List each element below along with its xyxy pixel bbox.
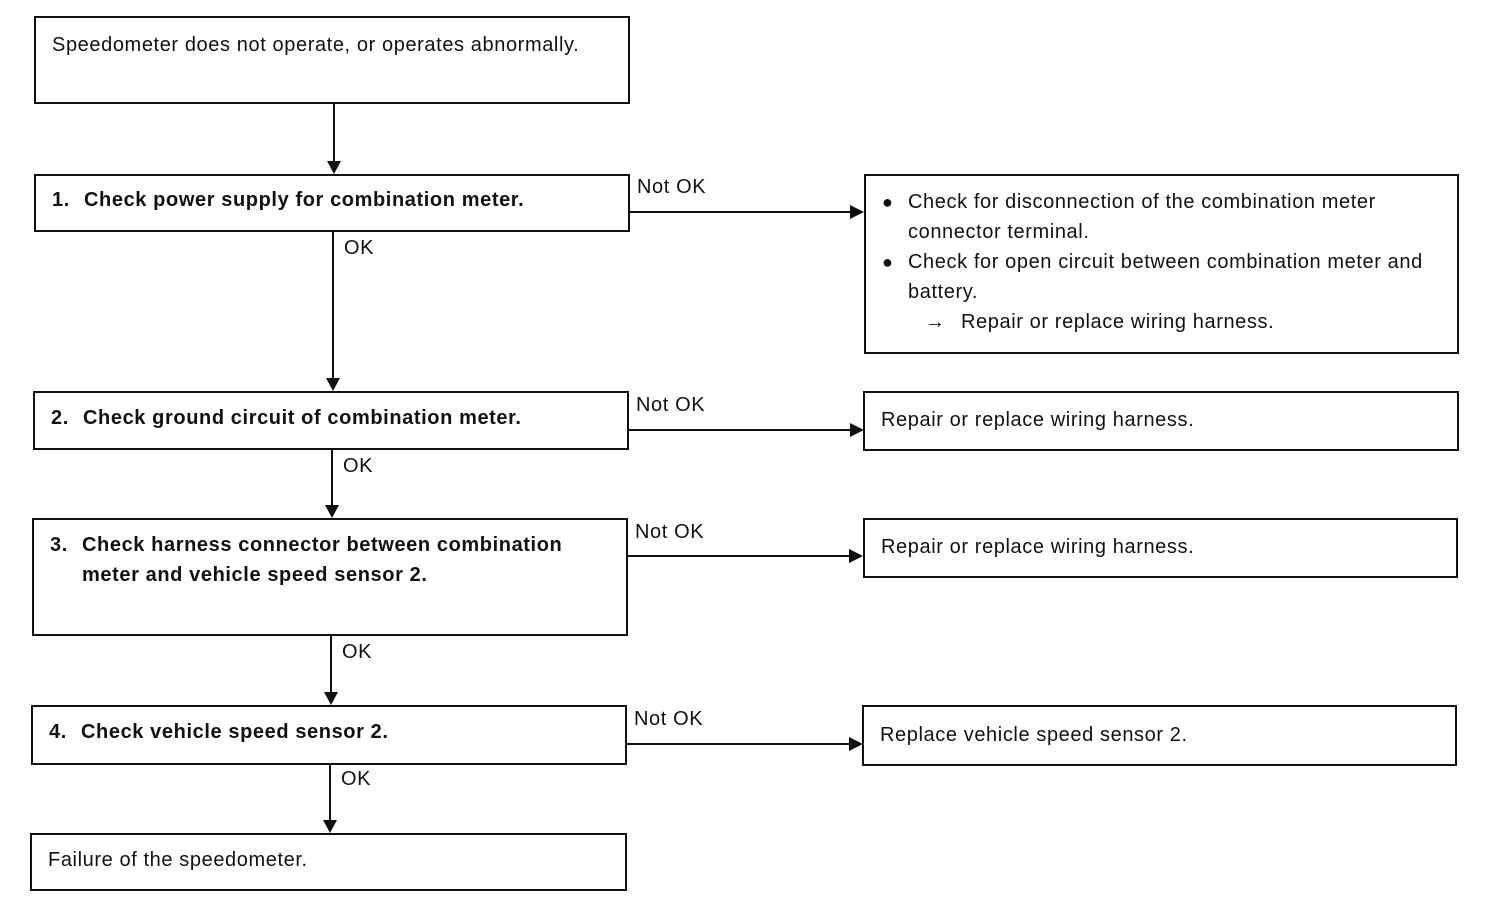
- step-number: 2.: [51, 407, 69, 429]
- remedy-bullet: ● Check for disconnection of the combina…: [882, 187, 1441, 247]
- arrowhead-down: [325, 505, 339, 518]
- not-ok-label: Not OK: [637, 176, 707, 198]
- step-number: 1.: [52, 189, 70, 211]
- remedy-3-box: Repair or replace wiring harness.: [863, 518, 1458, 578]
- remedy-sub-action: → Repair or replace wiring harness.: [925, 307, 1441, 337]
- end-text: Failure of the speedometer.: [48, 849, 308, 871]
- bullet-icon: ●: [882, 252, 894, 272]
- remedy-text: Repair or replace wiring harness.: [881, 536, 1195, 558]
- remedy-4-box: Replace vehicle speed sensor 2.: [862, 705, 1457, 766]
- ok-label: OK: [341, 768, 372, 790]
- step-1-box: 1. Check power supply for combination me…: [34, 174, 630, 232]
- arrowhead-right: [849, 737, 863, 751]
- right-arrow-icon: →: [925, 311, 946, 333]
- start-text: Speedometer does not operate, or operate…: [52, 34, 580, 56]
- remedy-text: Replace vehicle speed sensor 2.: [880, 724, 1188, 746]
- remedy-bullet-text: Check for disconnection of the combinati…: [908, 191, 1376, 243]
- remedy-1-box: ● Check for disconnection of the combina…: [864, 174, 1459, 354]
- ok-label: OK: [343, 455, 374, 477]
- step-text: Check harness connector between combinat…: [82, 534, 563, 586]
- step-text: Check vehicle speed sensor 2.: [81, 721, 389, 743]
- arrowhead-right: [850, 423, 864, 437]
- arrowhead-right: [849, 549, 863, 563]
- start-box: Speedometer does not operate, or operate…: [34, 16, 630, 104]
- step-text: Check ground circuit of combination mete…: [83, 407, 522, 429]
- step-text: Check power supply for combination meter…: [84, 189, 525, 211]
- remedy-2-box: Repair or replace wiring harness.: [863, 391, 1459, 451]
- bullet-icon: ●: [882, 192, 894, 212]
- not-ok-label: Not OK: [635, 521, 705, 543]
- step-number: 3.: [50, 534, 68, 556]
- arrowhead-down: [323, 820, 337, 833]
- step-4-box: 4. Check vehicle speed sensor 2.: [31, 705, 627, 765]
- arrowhead-right: [850, 205, 864, 219]
- not-ok-label: Not OK: [636, 394, 706, 416]
- arrowhead-down: [326, 378, 340, 391]
- remedy-text: Repair or replace wiring harness.: [881, 409, 1195, 431]
- arrowhead-down: [324, 692, 338, 705]
- ok-label: OK: [344, 237, 375, 259]
- ok-label: OK: [342, 641, 373, 663]
- remedy-bullet-text: Check for open circuit between combinati…: [908, 251, 1423, 303]
- remedy-bullet: ● Check for open circuit between combina…: [882, 247, 1441, 307]
- arrowhead-down: [327, 161, 341, 174]
- end-box: Failure of the speedometer.: [30, 833, 627, 891]
- step-number: 4.: [49, 721, 67, 743]
- remedy-sub-action-text: Repair or replace wiring harness.: [961, 311, 1275, 333]
- step-2-box: 2. Check ground circuit of combination m…: [33, 391, 629, 450]
- step-3-box: 3. Check harness connector between combi…: [32, 518, 628, 636]
- not-ok-label: Not OK: [634, 708, 704, 730]
